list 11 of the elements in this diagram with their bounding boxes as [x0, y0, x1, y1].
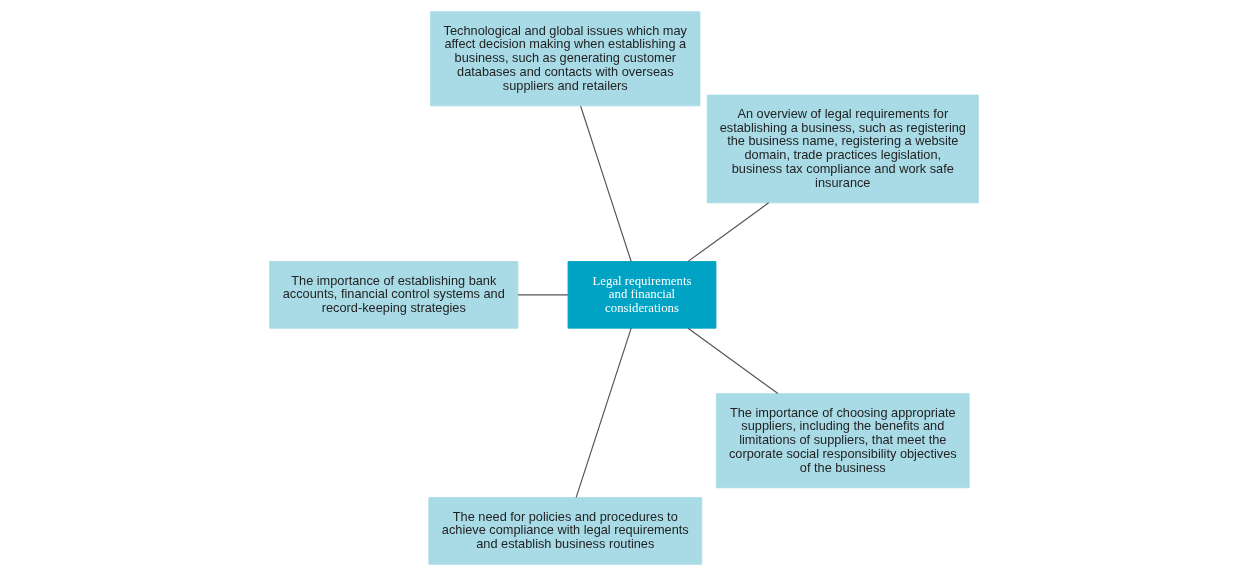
node-box: Legal requirements and financial considerations: [567, 261, 716, 329]
node-box: The importance of choosing appropriate suppliers, including the benefits and limitations of suppliers, that meet the corporate social responsibility objectives of the business: [715, 393, 970, 489]
connector: [575, 327, 632, 498]
node-box: Technological and global issues which may affect decision making when establishing a business, such as generating customer databases and contacts with overseas suppliers and retailers: [429, 11, 700, 107]
node-box: The need for policies and procedures to achieve compliance with legal requirements and establish business routines: [427, 497, 702, 565]
connector: [579, 105, 632, 263]
connector: [686, 202, 769, 262]
node-box: An overview of legal requirements for establishing a business, such as registering the business name, registering a website domain, trade practices legislation, business tax compliance and work safe insurance: [706, 94, 979, 204]
connector: [686, 327, 778, 395]
connector: [517, 294, 568, 296]
node-box: The importance of establishing bank accounts, financial control systems and record-keeping strategies: [268, 261, 518, 329]
